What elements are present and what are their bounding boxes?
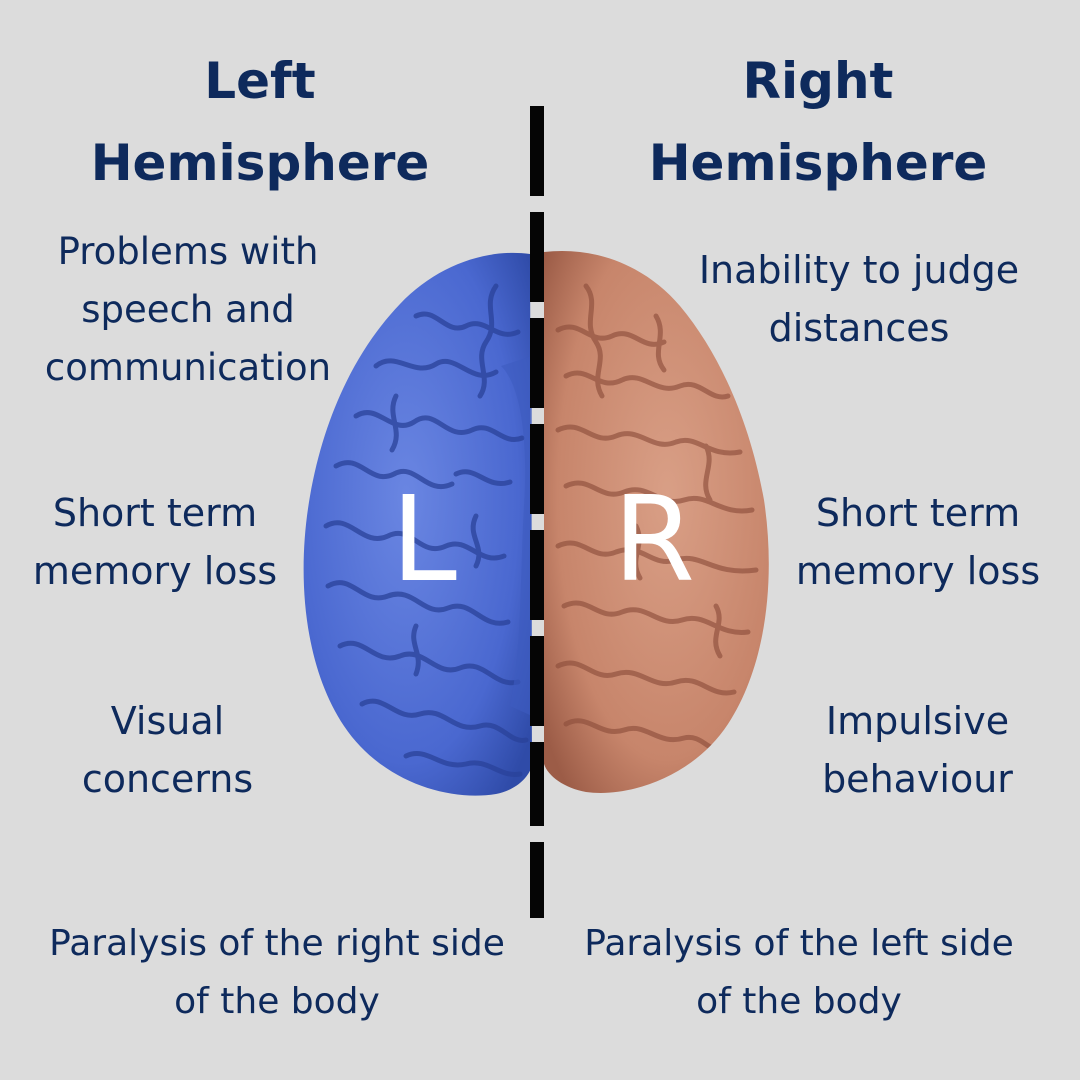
divider-dash [530,842,544,918]
right-symptom-distances: Inability to judge distances [698,248,1020,350]
divider-dash [530,636,544,726]
right-hemisphere [544,250,769,793]
divider-dash [530,742,544,826]
divider-dash [530,530,544,620]
divider-dash [530,106,544,196]
dashed-divider [530,106,544,918]
brain-illustration [303,250,769,796]
left-symptom-visual: Visual concerns [81,699,254,801]
divider-dash [530,424,544,514]
right-heading-text: Right Hemisphere [648,52,988,192]
left-hemisphere-heading: Left Hemisphere [40,40,480,204]
left-symptom-memory: Short term memory loss [32,491,278,593]
left-brain-letter: L [391,470,457,608]
divider-dash [530,212,544,302]
left-hemisphere [303,252,532,796]
left-symptom-paralysis: Paralysis of the right side of the body [49,923,505,1022]
right-symptom-impulsive: Impulsive behaviour [822,699,1013,801]
divider-dash [530,318,544,408]
left-symptom-speech: Problems with speech and communication [44,230,332,389]
right-brain-letter: R [613,470,695,608]
right-hemisphere-heading: Right Hemisphere [598,40,1038,204]
left-heading-text: Left Hemisphere [90,52,430,192]
right-symptom-memory: Short term memory loss [795,491,1041,593]
right-symptom-paralysis: Paralysis of the left side of the body [584,923,1014,1022]
